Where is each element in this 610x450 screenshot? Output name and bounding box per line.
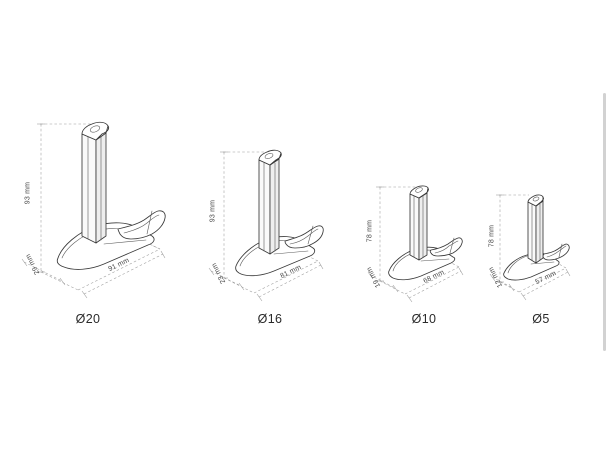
stand-drawing-d20 [21, 121, 166, 299]
stand-drawing-d16 [208, 149, 324, 302]
stand-spout-d16 [284, 225, 324, 249]
variant-caption-d20: Ø20 [75, 312, 101, 326]
stand-drawing-d5 [489, 194, 571, 301]
stand-spout-d10 [429, 237, 463, 257]
variant-caption-d16: Ø16 [257, 312, 283, 326]
stand-column-d20 [81, 121, 110, 244]
stand-column-d5 [527, 194, 544, 264]
stand-spout-d20 [117, 210, 166, 240]
vertical-scrollbar[interactable] [603, 93, 606, 351]
stand-drawing-d10 [367, 185, 464, 303]
dimension-lines-d10 [367, 186, 464, 303]
variant-caption-d10: Ø10 [411, 312, 437, 326]
dim-label-d16-height: 93 mm [209, 199, 217, 223]
dim-label-d10-height: 78 mm [366, 219, 374, 243]
stand-column-d10 [409, 185, 429, 261]
stand-spout-d5 [542, 243, 570, 261]
dim-label-d5-height: 78 mm [488, 224, 496, 248]
variant-caption-d5: Ø5 [532, 312, 550, 326]
dim-label-d20-height: 93 mm [24, 181, 32, 205]
stand-column-d16 [258, 149, 282, 255]
